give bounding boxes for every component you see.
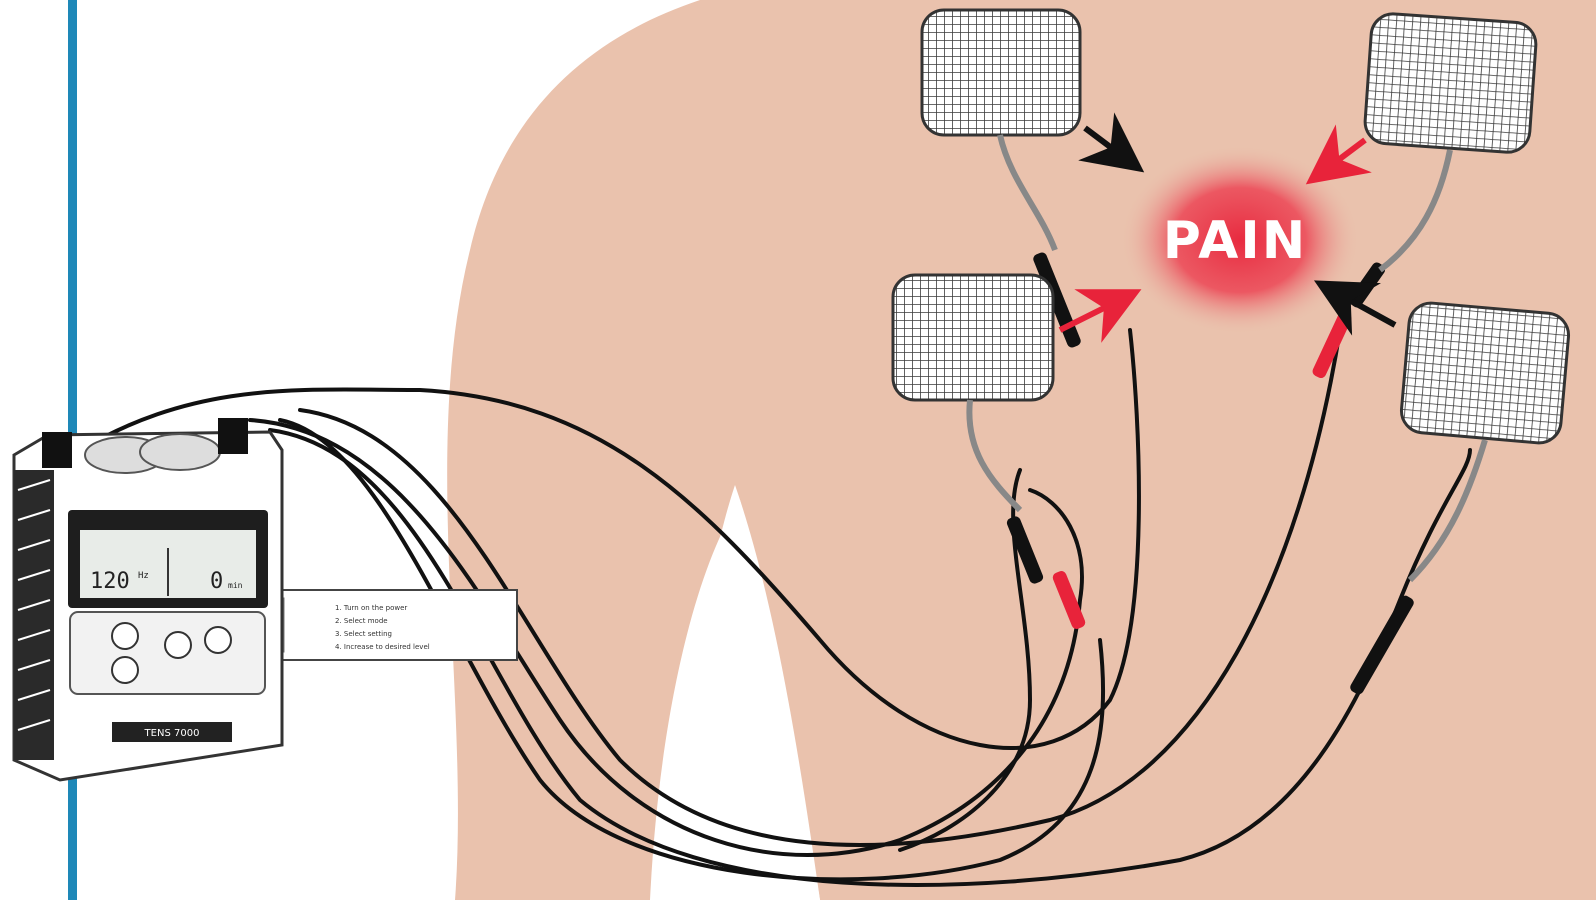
instruction-step-4: 4. Increase to desired level bbox=[335, 643, 430, 651]
pain-area: PAIN bbox=[1120, 145, 1360, 335]
instruction-step-3: 3. Select setting bbox=[335, 630, 392, 638]
instruction-step-1: 1. Turn on the power bbox=[335, 604, 407, 612]
pain-label: PAIN bbox=[1163, 211, 1307, 271]
set-button bbox=[205, 627, 231, 653]
brand-label: TENS 7000 bbox=[144, 728, 200, 739]
instruction-step-2: 2. Select mode bbox=[335, 617, 388, 625]
lcd-unit: Hz bbox=[138, 571, 149, 581]
tens-device: 1. Turn on the power 2. Select mode 3. S… bbox=[14, 418, 517, 780]
mode-button bbox=[165, 632, 191, 658]
lcd-right-unit: min bbox=[228, 581, 243, 590]
up-button bbox=[112, 623, 138, 649]
instruction-card: 1. Turn on the power 2. Select mode 3. S… bbox=[255, 590, 517, 660]
lcd-value: 120 bbox=[90, 569, 130, 594]
down-button bbox=[112, 657, 138, 683]
lcd-right-value: 0 bbox=[210, 569, 223, 594]
